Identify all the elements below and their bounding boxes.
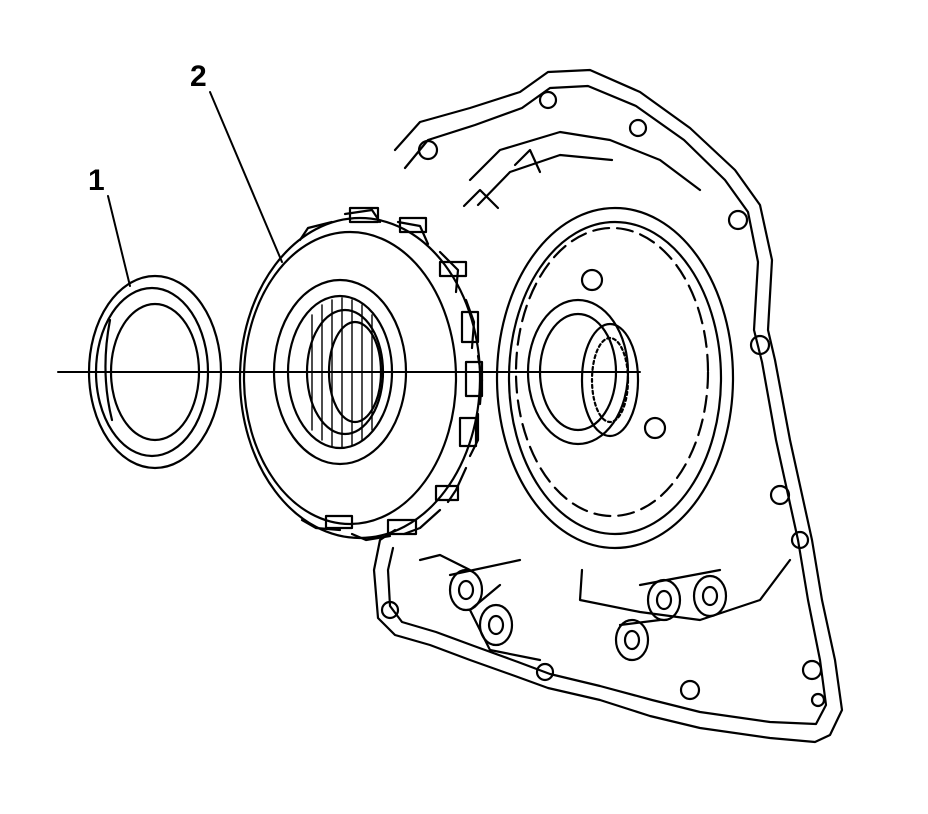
- bolt-hole: [727, 209, 749, 231]
- bolt-hole: [749, 334, 771, 356]
- callout-1: 1: [88, 164, 105, 197]
- bolt-hole: [380, 600, 400, 620]
- fluid-port: [448, 568, 484, 612]
- leader-line-1: [107, 195, 131, 287]
- bolt-hole: [628, 118, 648, 138]
- bolt-hole: [801, 659, 823, 681]
- callout-2: 2: [190, 60, 207, 93]
- fluid-port: [478, 603, 514, 647]
- clutch-drum-assembly: [238, 206, 484, 542]
- fluid-port: [614, 618, 650, 662]
- transmission-case-cover: [372, 68, 844, 744]
- bolt-hole: [417, 139, 439, 161]
- bolt-hole: [538, 90, 558, 110]
- fluid-port: [692, 574, 728, 618]
- bolt-hole: [769, 484, 791, 506]
- bolt-hole: [679, 679, 701, 701]
- bolt-hole: [535, 662, 555, 682]
- clutch-hub: [495, 206, 735, 550]
- bolt-hole: [790, 530, 810, 550]
- fluid-port: [646, 578, 682, 622]
- bolt-hole: [810, 692, 826, 708]
- leader-line-2: [209, 91, 283, 263]
